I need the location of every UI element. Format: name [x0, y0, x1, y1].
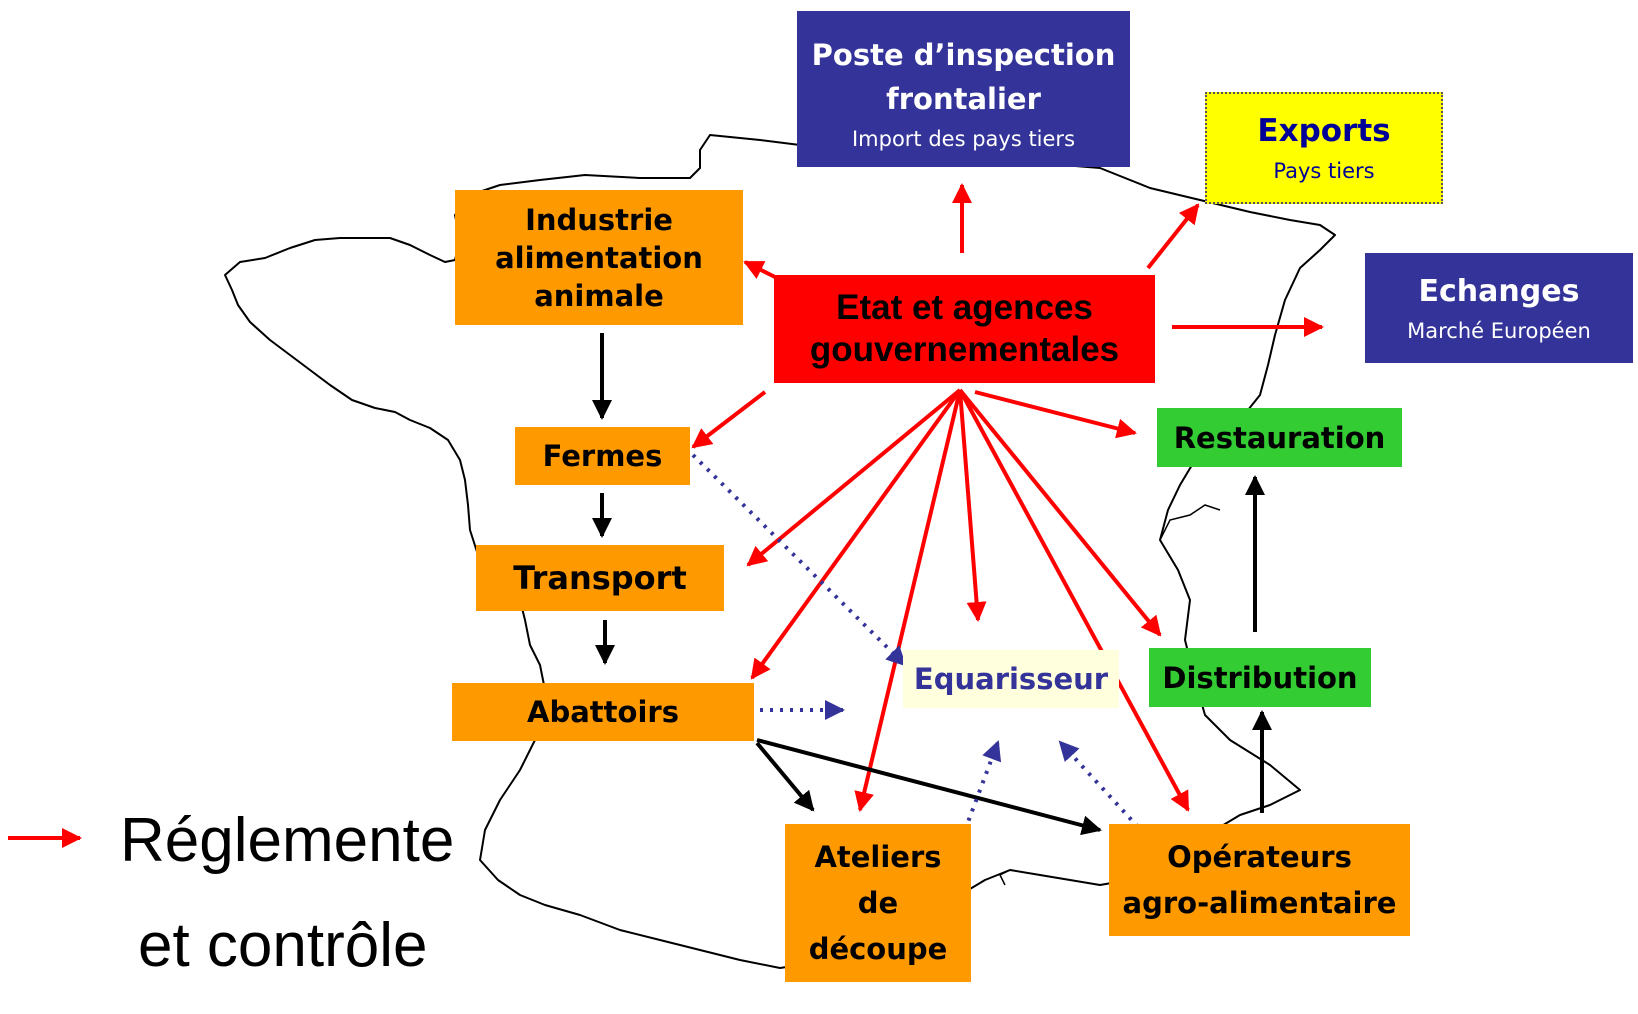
arrow-state-to-agrifood: [958, 389, 1190, 812]
feed-industry-line3: animale: [534, 278, 664, 313]
arrow-state-to-renderer: [958, 389, 987, 622]
distribution-label: Distribution: [1162, 660, 1358, 695]
arrow-slaughter-to-agrifood: [756, 738, 1102, 836]
renderer-label: Equarisseur: [913, 662, 1109, 696]
feed-industry-box: Industrie alimentation animale: [455, 190, 743, 325]
restaurant-label: Restauration: [1173, 420, 1386, 455]
border-inspection-post-box: Poste d’inspection frontalier Import des…: [797, 11, 1130, 167]
exports-subtitle: Pays tiers: [1273, 159, 1375, 183]
renderer-box: Equarisseur: [903, 650, 1119, 708]
state-line1: Etat et agences: [836, 288, 1093, 327]
exports-title: Exports: [1257, 113, 1391, 149]
flow-arrows: [592, 333, 1272, 836]
exchanges-subtitle: Marché Européen: [1407, 318, 1591, 343]
state-agencies-box: Etat et agences gouvernementales: [774, 275, 1155, 383]
agrifood-operators-box: Opérateurs agro-alimentaire: [1109, 824, 1410, 936]
cutting-line3: découpe: [808, 932, 948, 966]
arrow-state-to-restaurant: [974, 390, 1137, 439]
arrow-farms-to-renderer: [691, 453, 907, 667]
arrow-state-to-slaughterhouses: [750, 388, 962, 680]
transport-box: Transport: [476, 545, 724, 611]
border-post-subtitle: Import des pays tiers: [851, 127, 1076, 151]
farms-box: Fermes: [515, 427, 690, 485]
arrow-state-to-distribution: [958, 388, 1162, 637]
cutting-line1: Ateliers: [814, 840, 942, 874]
distribution-box: Distribution: [1149, 648, 1371, 707]
arrow-cutting-to-renderer: [963, 740, 1002, 831]
arrow-state-to-feed-industry: [743, 260, 776, 279]
transport-label: Transport: [513, 559, 687, 597]
agrifood-line2: agro-alimentaire: [1122, 886, 1397, 920]
agrifood-line1: Opérateurs: [1167, 840, 1352, 874]
cutting-workshops-box: Ateliers de découpe: [785, 824, 971, 982]
exports-box: Exports Pays tiers: [1205, 92, 1443, 204]
feed-industry-line1: Industrie: [525, 202, 673, 237]
state-line2: gouvernementales: [809, 330, 1120, 369]
exchanges-title: Echanges: [1418, 273, 1580, 309]
arrow-state-to-farms: [691, 390, 767, 449]
cutting-line2: de: [857, 886, 899, 920]
arrow-state-to-transport: [746, 388, 962, 567]
arrow-slaughter-to-cutting: [755, 741, 815, 812]
border-post-title-line1: Poste d’inspection: [811, 38, 1116, 72]
slaughterhouses-box: Abattoirs: [452, 683, 754, 741]
regulation-arrows: [691, 183, 1324, 812]
slaughterhouses-label: Abattoirs: [527, 695, 679, 729]
farms-label: Fermes: [542, 439, 663, 473]
border-post-title-line2: frontalier: [886, 82, 1041, 116]
arrow-agrifood-to-renderer: [1058, 740, 1140, 829]
restaurant-box: Restauration: [1157, 408, 1402, 467]
byproduct-arrows: [691, 453, 1140, 831]
legend-line1: Réglemente: [120, 806, 455, 875]
legend-line2: et contrôle: [138, 911, 428, 980]
arrow-state-to-cutting: [854, 389, 962, 812]
eu-exchanges-box: Echanges Marché Européen: [1365, 253, 1633, 363]
feed-industry-line2: alimentation: [495, 240, 703, 275]
arrow-state-to-exports: [1146, 203, 1200, 270]
